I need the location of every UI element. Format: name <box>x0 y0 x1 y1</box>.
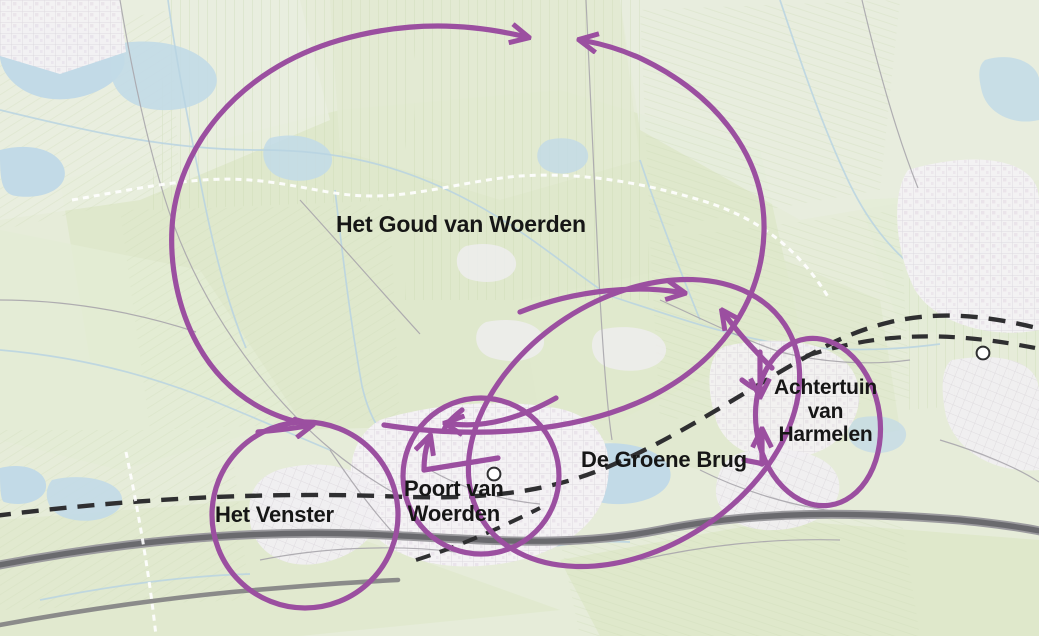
station-markers <box>486 345 991 482</box>
zone-ring-brug[interactable] <box>415 220 853 626</box>
station-marker-woerden <box>486 466 502 482</box>
station-marker-harmelen-east <box>975 345 991 361</box>
zone-ring-poort[interactable] <box>400 395 562 557</box>
boundary-outline <box>71 173 832 636</box>
annotation-layer <box>169 26 884 626</box>
connector-arrows[interactable] <box>255 289 775 473</box>
canal-lines <box>0 0 1039 601</box>
railway-line <box>0 313 1039 562</box>
zone-ring-goud[interactable] <box>169 26 767 432</box>
motorway-a12 <box>0 509 1039 628</box>
